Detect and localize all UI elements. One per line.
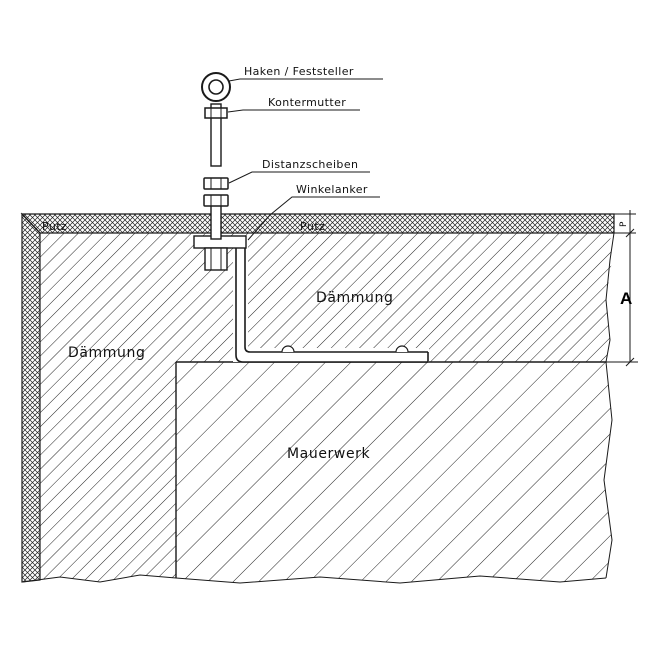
- hook-eye: [201, 72, 231, 102]
- break-line-right: [603, 214, 615, 579]
- label-plaster-right: Putz: [300, 220, 325, 233]
- label-angle-anchor: Winkelanker: [296, 183, 368, 196]
- anchor-plate: [193, 235, 247, 271]
- dimension-a: [606, 228, 638, 367]
- label-dimension-a: A: [620, 289, 632, 308]
- masonry-region: [176, 362, 612, 583]
- hook-rod: [204, 103, 228, 167]
- label-insulation-left: Dämmung: [68, 345, 145, 361]
- label-hook: Haken / Feststeller: [244, 65, 354, 78]
- label-masonry: Mauerwerk: [287, 446, 371, 462]
- plaster-band-left: [21, 212, 41, 583]
- break-line-bottom: [21, 574, 607, 584]
- spacer-washers: [203, 177, 229, 207]
- label-insulation-top: Dämmung: [316, 290, 393, 306]
- label-spacers: Distanzscheiben: [262, 158, 358, 171]
- angle-anchor: [233, 236, 429, 363]
- rod-through-plaster: [210, 202, 222, 240]
- insulation-region: [40, 233, 612, 582]
- label-plaster-dim: P: [619, 221, 629, 227]
- label-plaster-left: Putz: [42, 220, 67, 233]
- label-locknut: Kontermutter: [268, 96, 346, 109]
- leader-lines: [227, 78, 383, 241]
